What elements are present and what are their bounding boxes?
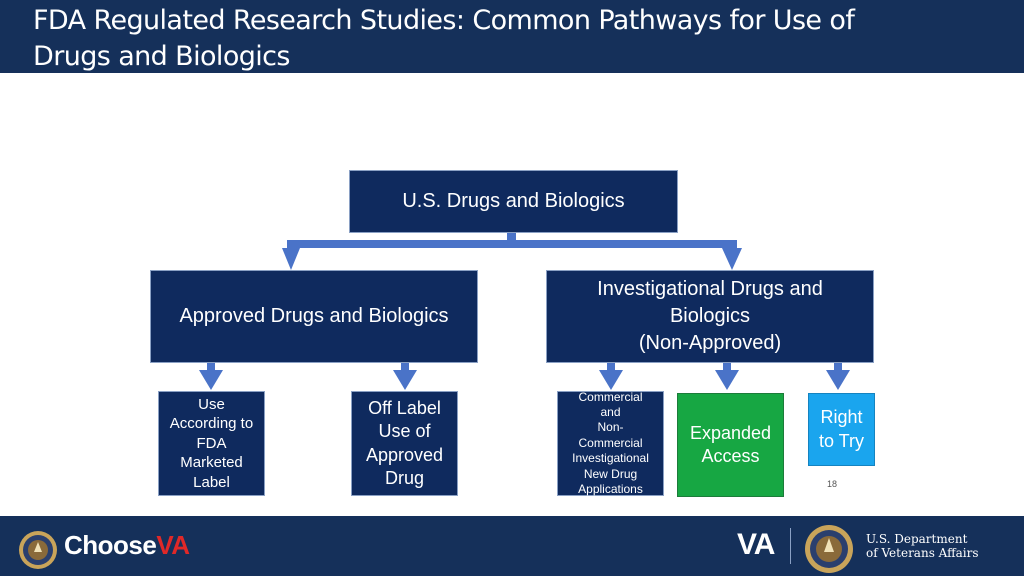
arrow-to-approved [282, 248, 300, 270]
branch-bar [287, 240, 737, 248]
footer-bar [0, 516, 1024, 576]
arrow-to-commercial [599, 370, 623, 390]
choose-va-logo: ChooseVA [64, 530, 190, 560]
arrow-to-use [199, 370, 223, 390]
department-name: U.S. Department of Veterans Affairs [866, 532, 979, 560]
footer-divider [790, 528, 791, 564]
node-investigational-drugs: Investigational Drugs and Biologics (Non… [546, 270, 874, 363]
node-approved-drugs: Approved Drugs and Biologics [150, 270, 478, 363]
title-bar [0, 0, 1024, 73]
leaf-use-according-label: Use According to FDA Marketed Label [158, 391, 265, 496]
arrow-to-offlabel [393, 370, 417, 390]
arrow-to-right [826, 370, 850, 390]
slide-title: FDA Regulated Research Studies: Common P… [33, 5, 855, 72]
leaf-off-label-use: Off Label Use of Approved Drug [351, 391, 458, 496]
page-number: 18 [827, 479, 838, 489]
leaf-commercial-ind: Commercial and Non- Commercial Investiga… [557, 390, 664, 496]
leaf-expanded-access: Expanded Access [677, 393, 784, 497]
va-seal-icon [19, 531, 57, 569]
arrow-to-investigational [722, 248, 742, 270]
department-seal-icon [805, 525, 853, 573]
va-wordmark: VA [737, 528, 775, 561]
arrow-to-expanded [715, 370, 739, 390]
leaf-right-to-try: Right to Try [808, 393, 875, 466]
root-stem [507, 233, 516, 243]
node-us-drugs-biologics: U.S. Drugs and Biologics [349, 170, 678, 233]
